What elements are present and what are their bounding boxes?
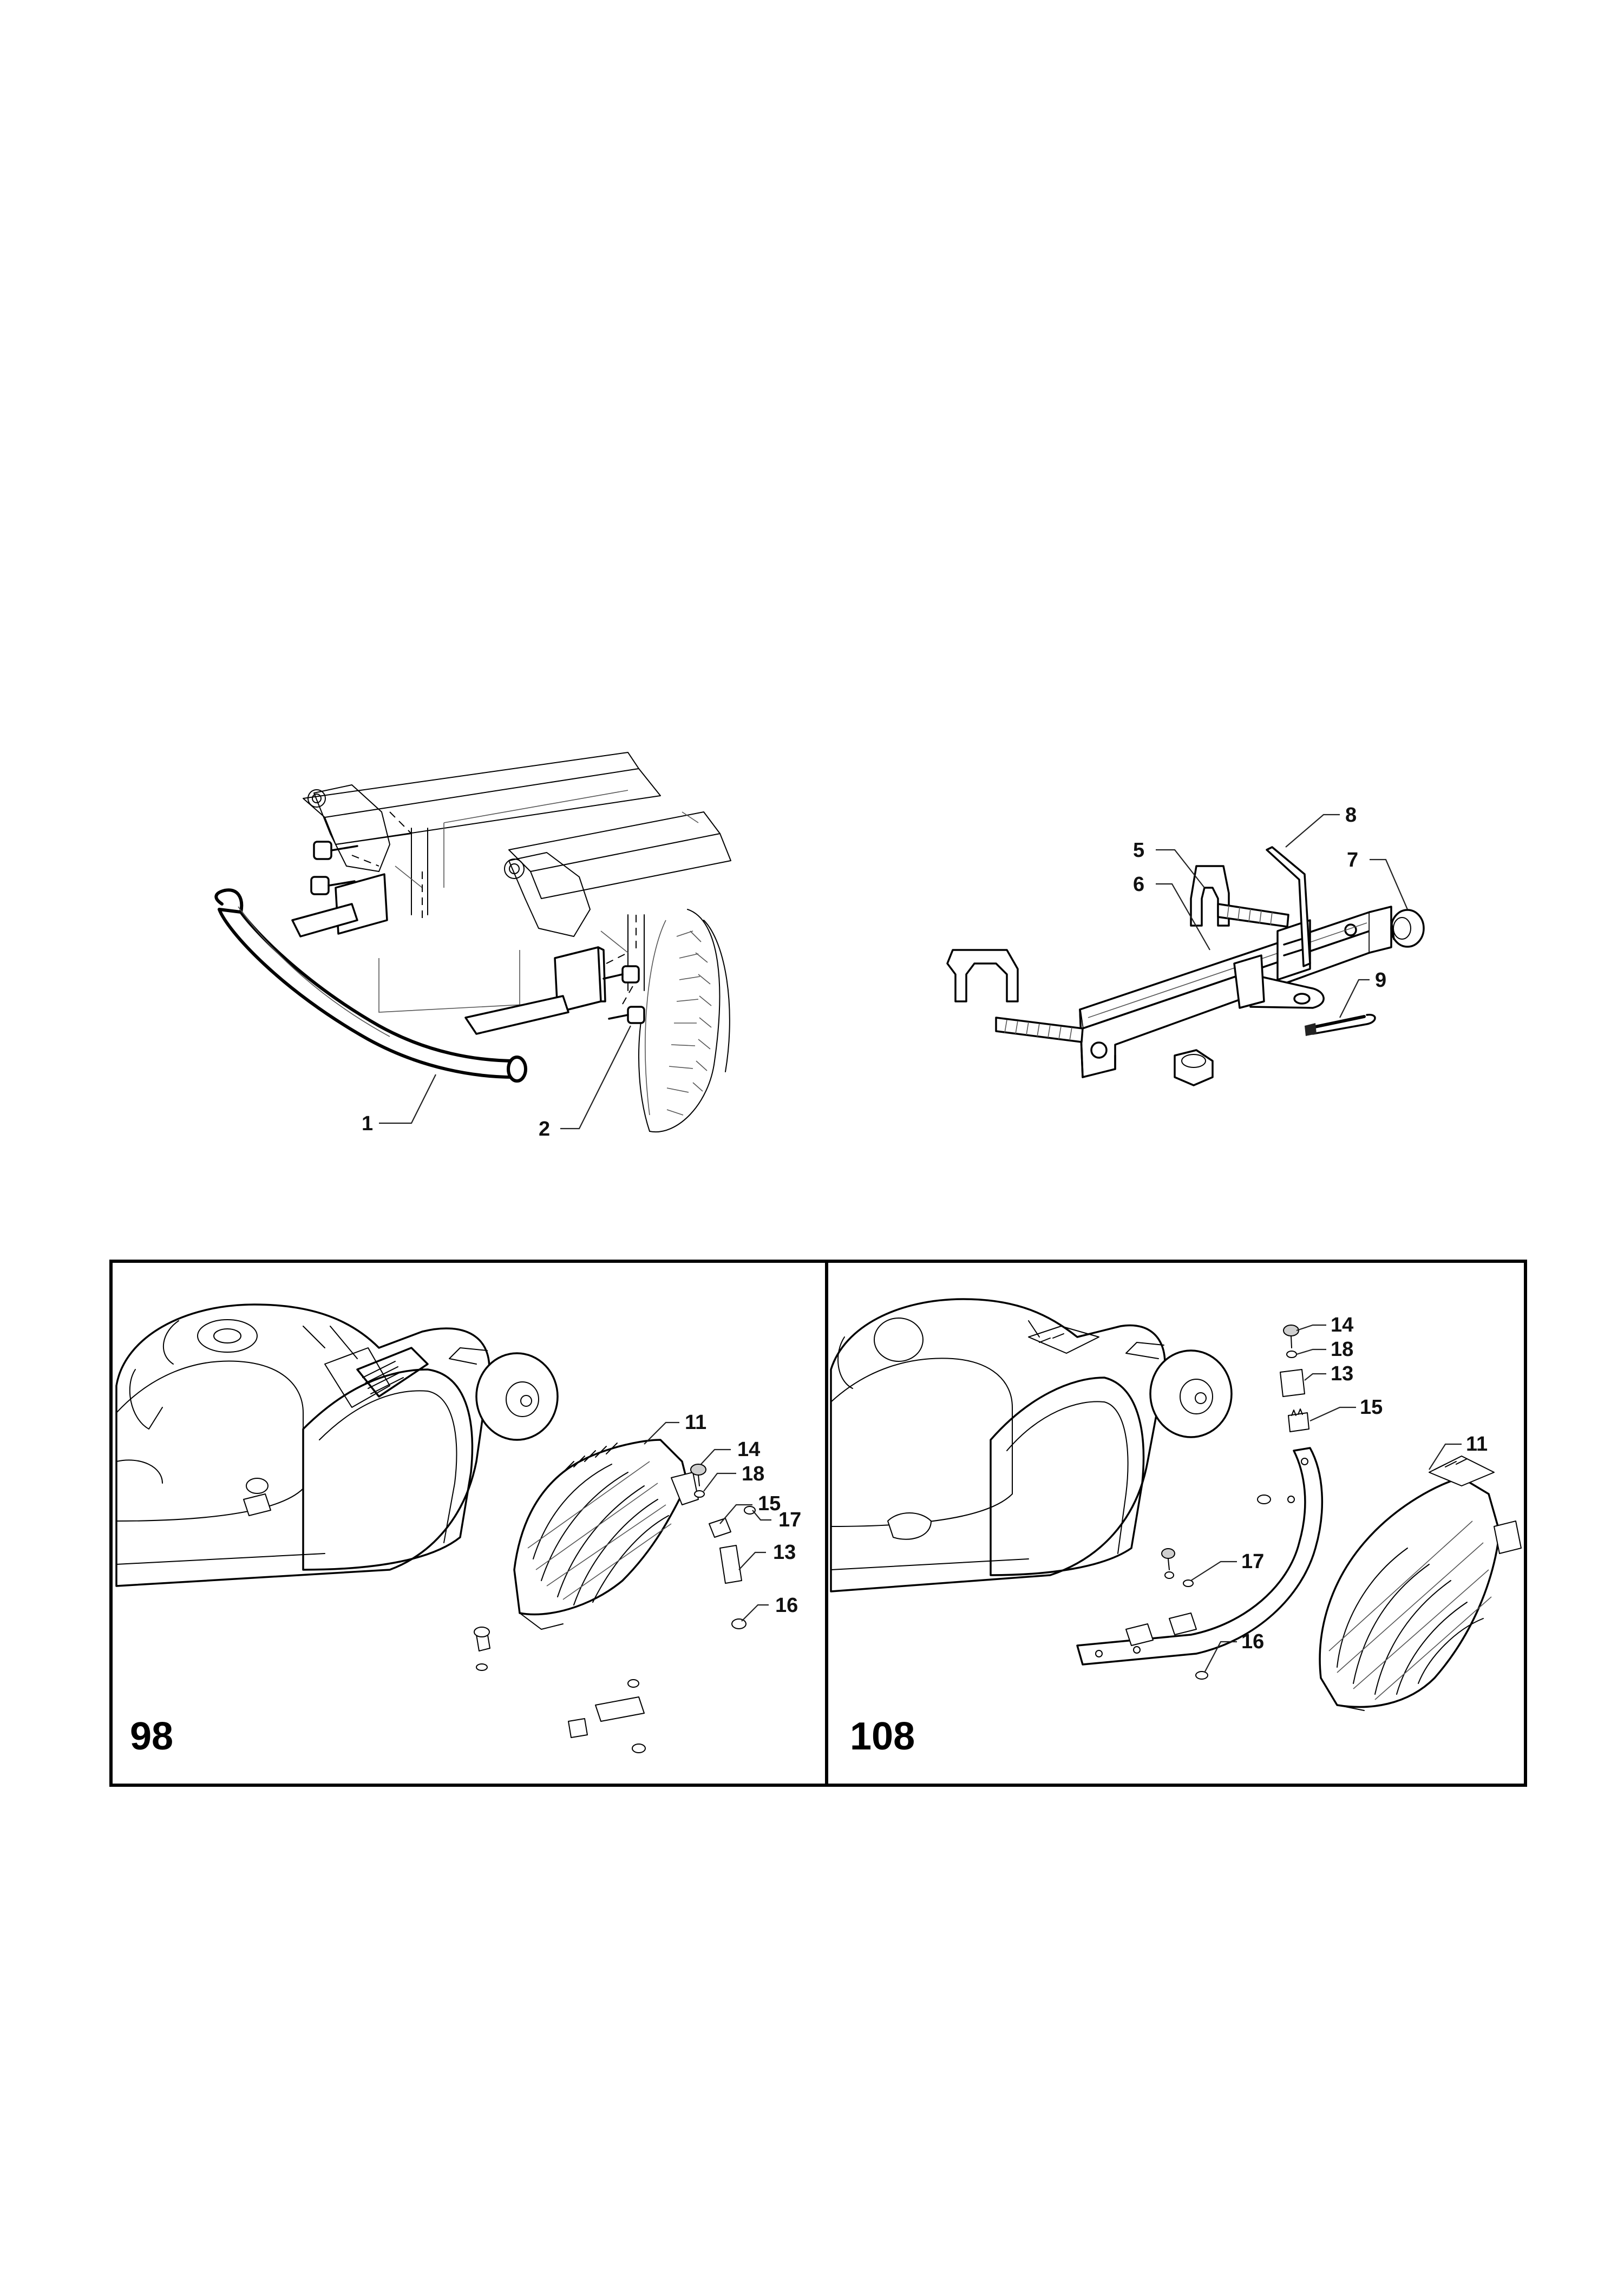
callout-108-16: 16 xyxy=(1241,1630,1264,1653)
callout-1: 1 xyxy=(362,1112,373,1135)
callout-8: 8 xyxy=(1345,804,1357,827)
callout-108-15: 15 xyxy=(1360,1396,1383,1419)
clip-9 xyxy=(1305,1013,1376,1036)
clamp-right xyxy=(1190,865,1289,928)
callout-108-14: 14 xyxy=(1331,1314,1353,1336)
callout-98-18: 18 xyxy=(742,1463,764,1485)
callout-108-11: 11 xyxy=(1466,1433,1488,1456)
callout-6: 6 xyxy=(1133,873,1144,896)
callout-98-11: 11 xyxy=(685,1411,706,1434)
chassis-frame xyxy=(303,752,731,1013)
callout-98-14: 14 xyxy=(737,1438,760,1461)
grass-deflector-98 xyxy=(513,1439,699,1630)
clamp-left xyxy=(946,949,1084,1043)
callout-98-17: 17 xyxy=(778,1509,801,1531)
callout-9: 9 xyxy=(1375,969,1386,992)
tow-hitch-assembly: 5 6 7 8 9 xyxy=(946,804,1425,1086)
bolt-upper-a xyxy=(310,841,358,895)
callout-108-17: 17 xyxy=(1241,1550,1264,1573)
callout-108-18: 18 xyxy=(1331,1338,1353,1361)
callout-108-13: 13 xyxy=(1331,1362,1353,1385)
panels-frame xyxy=(109,1260,1527,1787)
nut-7 xyxy=(1390,909,1425,948)
panel-label-108: 108 xyxy=(850,1715,915,1758)
callout-98-15: 15 xyxy=(758,1492,781,1515)
bolt-lower xyxy=(603,965,645,1024)
channel-bar xyxy=(1079,906,1392,1078)
panel-98: 11 14 18 15 17 13 16 98 xyxy=(115,1303,801,1758)
small-parts-108 xyxy=(1161,1325,1309,1680)
bumper-assembly: 1 2 xyxy=(214,752,731,1141)
mounting-strip-108 xyxy=(1076,1447,1324,1666)
callout-98-16: 16 xyxy=(775,1594,798,1617)
panel-label-98: 98 xyxy=(130,1715,173,1758)
callout-98-13: 13 xyxy=(773,1541,796,1564)
nut-lower xyxy=(1174,1049,1214,1086)
callout-5: 5 xyxy=(1133,839,1144,862)
panel-108: 14 18 13 15 11 17 16 108 xyxy=(830,1298,1522,1758)
tyre xyxy=(638,909,730,1133)
callout-2: 2 xyxy=(539,1118,550,1141)
callout-7: 7 xyxy=(1347,849,1358,871)
small-parts-98 xyxy=(474,1464,756,1753)
grass-deflector-108 xyxy=(1319,1456,1522,1711)
bumper-tube xyxy=(214,888,527,1083)
